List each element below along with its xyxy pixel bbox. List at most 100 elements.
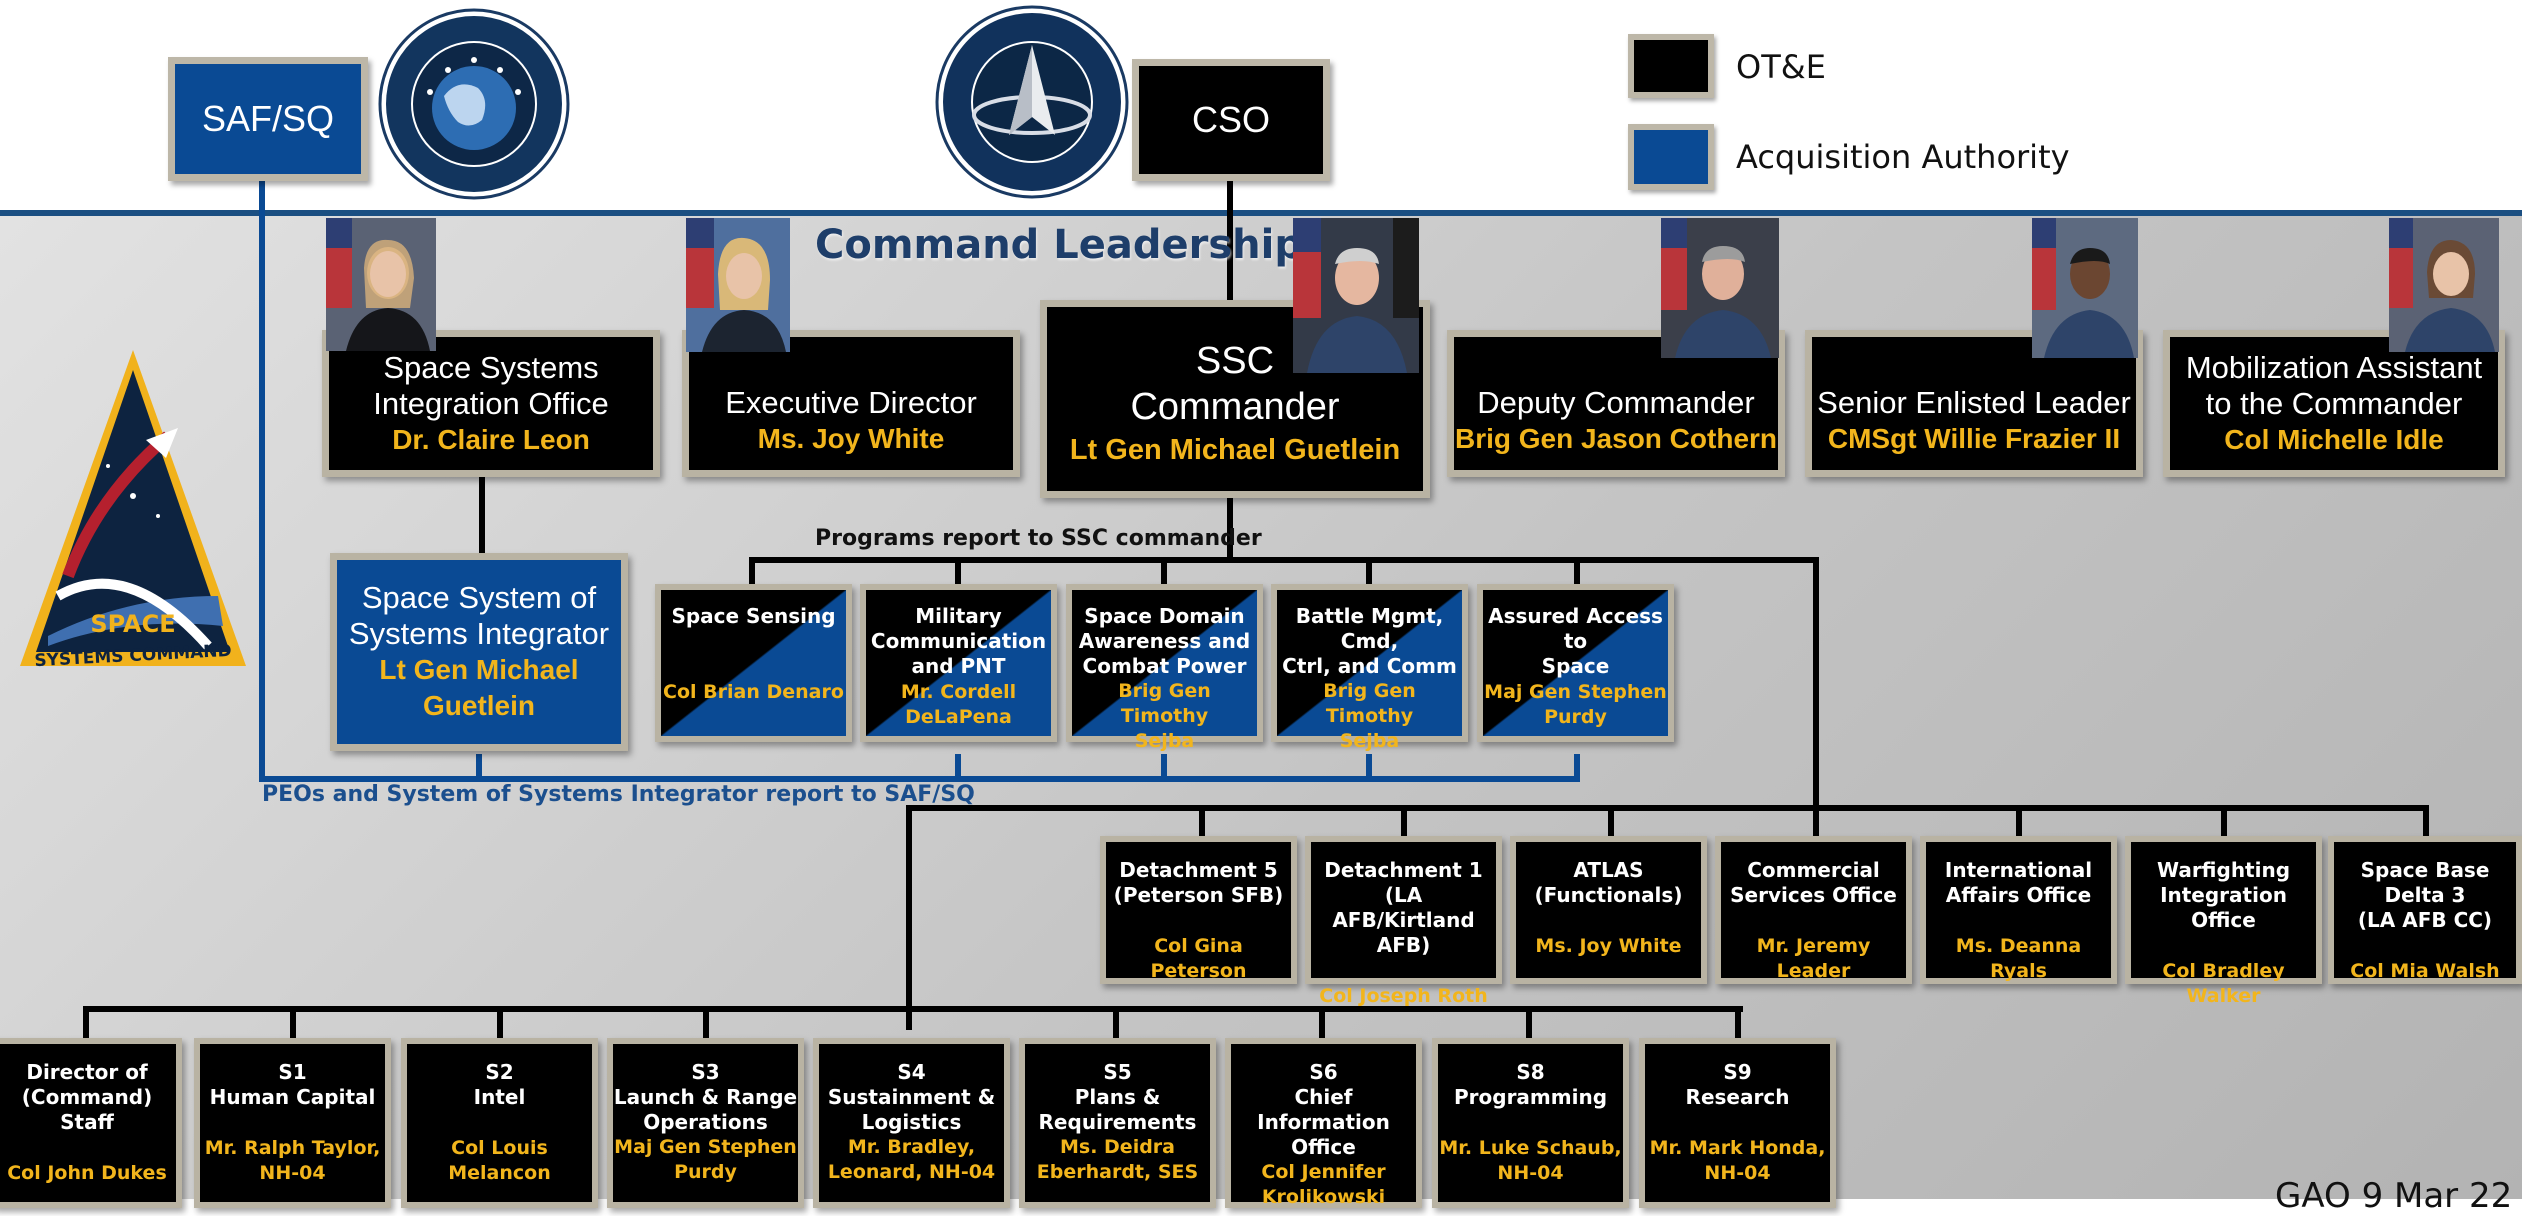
connector-line [1813, 557, 1819, 809]
staff-title: (Command) Staff [21, 1085, 153, 1134]
peo-title: Awareness and [1078, 629, 1251, 653]
sos-integrator-box: Space System of Systems Integrator Lt Ge… [330, 553, 628, 751]
staff-lead: Mr. Bradley, [847, 1136, 976, 1158]
legend-swatch-acquisition [1628, 124, 1714, 190]
peo-title: Battle Mgmt, Cmd, [1295, 604, 1444, 653]
office-title: Detachment 1 (LA [1324, 858, 1483, 907]
seal-icon [378, 8, 570, 200]
connector-line [259, 776, 1580, 782]
staff-title: Sustainment & [827, 1085, 996, 1109]
staff-lead: Eberhardt, SES [1036, 1161, 1199, 1183]
mobilization-assistant-box: Mobilization Assistant to the Commander … [2163, 330, 2505, 477]
connector-line [749, 557, 1819, 563]
peo-title: Combat Power [1082, 654, 1247, 678]
staff-title: Chief Information [1257, 1085, 1390, 1134]
staff-lead: Purdy [674, 1161, 737, 1183]
connector-line [497, 1006, 503, 1044]
section-title: Command Leadership [815, 222, 1303, 268]
senior-enlisted-name: CMSgt Willie Frazier II [1827, 422, 2121, 454]
legend-swatch-ote [1628, 34, 1714, 98]
staff-box: S8 Programming Mr. Luke Schaub, NH-04 [1432, 1038, 1629, 1208]
staff-title: Office [1291, 1135, 1356, 1159]
portrait-photo [2389, 218, 2499, 352]
peo-lead: Col Brian Denaro [663, 681, 844, 703]
connector-line [290, 1006, 296, 1044]
office-lead: Col Mia Walsh [2350, 960, 2500, 982]
connector-line [2423, 805, 2429, 841]
staff-box: S2 Intel Col Louis Melancon [401, 1038, 598, 1208]
office-title: ATLAS [1573, 858, 1644, 882]
mobilization-assistant-name: Col Michelle Idle [2224, 423, 2444, 455]
staff-lead: NH-04 [259, 1162, 326, 1184]
peo-title: Ctrl, and Comm [1282, 654, 1457, 678]
connector-line [703, 1006, 709, 1044]
connector-line [1199, 805, 1205, 841]
office-title: Commercial [1747, 858, 1880, 882]
connector-line [476, 754, 482, 780]
staff-lead: NH-04 [1497, 1162, 1564, 1184]
staff-title: Operations [643, 1110, 768, 1134]
portrait-photo [326, 218, 436, 351]
staff-box: S6 Chief Information Office Col Jennifer… [1225, 1038, 1422, 1208]
connector-line [749, 557, 755, 589]
staff-title: Director of [26, 1060, 148, 1084]
peo-caption: PEOs and System of Systems Integrator re… [262, 782, 975, 807]
legend-label-acquisition: Acquisition Authority [1736, 138, 2070, 176]
peo-box: Battle Mgmt, Cmd,Ctrl, and Comm Brig Gen… [1271, 584, 1468, 752]
peo-title: and PNT [911, 654, 1006, 678]
senior-enlisted-role: Senior Enlisted Leader [1817, 384, 2131, 420]
connector-line [1574, 557, 1580, 589]
ssio-box: Space Systems Integration Office Dr. Cla… [322, 330, 660, 477]
staff-title: S1 [278, 1060, 307, 1084]
office-box: Space Base Delta 3 (LA AFB CC) Col Mia W… [2328, 836, 2522, 984]
connector-line [1813, 805, 1819, 841]
connector-line [1401, 805, 1407, 841]
staff-title: S6 [1309, 1060, 1338, 1084]
executive-director-name: Ms. Joy White [757, 422, 945, 454]
peo-title: Space Domain [1084, 604, 1245, 628]
peo-lead: Sejba [1134, 730, 1195, 752]
staff-title: Human Capital [209, 1085, 376, 1109]
staff-lead: Krolikowski [1261, 1186, 1386, 1208]
connector-line [906, 805, 2429, 811]
staff-box: Director of (Command) Staff Col John Duk… [0, 1038, 182, 1208]
office-title: Integration Office [2160, 883, 2287, 932]
ssc-commander-role: Commander [1130, 386, 1340, 428]
staff-box: S3 Launch & Range Operations Maj Gen Ste… [607, 1038, 804, 1208]
staff-lead: Mr. Ralph Taylor, [204, 1137, 381, 1159]
connector-line [1161, 754, 1167, 780]
office-box: Detachment 1 (LA AFB/Kirtland AFB) Col J… [1305, 836, 1502, 1007]
office-lead: Mr. Jeremy Leader [1756, 935, 1871, 982]
mobilization-assistant-role: Mobilization Assistant [2185, 349, 2483, 385]
ssio-role: Space Systems [383, 349, 599, 385]
office-box: Detachment 5 (Peterson SFB) Col Gina Pet… [1100, 836, 1297, 984]
peo-lead: Maj Gen Stephen [1484, 681, 1667, 703]
sos-integrator-role: Space System of [361, 580, 597, 615]
saf-sq-label: SAF/SQ [201, 98, 335, 139]
office-box: ATLAS (Functionals) Ms. Joy White [1510, 836, 1707, 984]
staff-box: S9 Research Mr. Mark Honda, NH-04 [1639, 1038, 1836, 1208]
deputy-commander-name: Brig Gen Jason Cothern [1454, 422, 1778, 454]
office-title: (Functionals) [1534, 883, 1683, 907]
seal-icon [935, 5, 1130, 200]
staff-title: Requirements [1038, 1110, 1197, 1134]
connector-line [955, 754, 961, 780]
staff-lead: Leonard, NH-04 [827, 1161, 996, 1183]
staff-title: Plans & [1074, 1085, 1161, 1109]
peo-lead: Mr. Cordell [900, 681, 1017, 703]
connector-line [906, 805, 912, 1030]
staff-lead: Col Louis Melancon [448, 1137, 551, 1184]
header-divider [0, 210, 2522, 216]
office-lead: Col Bradley Walker [2162, 960, 2285, 1007]
staff-lead: Mr. Luke Schaub, [1439, 1137, 1622, 1159]
connector-line [1366, 754, 1372, 780]
office-title: AFB/Kirtland AFB) [1332, 908, 1475, 957]
peo-title: Space [1541, 654, 1610, 678]
programs-caption: Programs report to SSC commander [815, 526, 1262, 551]
staff-box: S4 Sustainment & Logistics Mr. Bradley, … [813, 1038, 1010, 1208]
sos-integrator-name: Guetlein [422, 690, 535, 721]
staff-title: S8 [1516, 1060, 1545, 1084]
connector-line [1319, 1006, 1325, 1044]
office-title: (LA AFB CC) [2357, 908, 2493, 932]
